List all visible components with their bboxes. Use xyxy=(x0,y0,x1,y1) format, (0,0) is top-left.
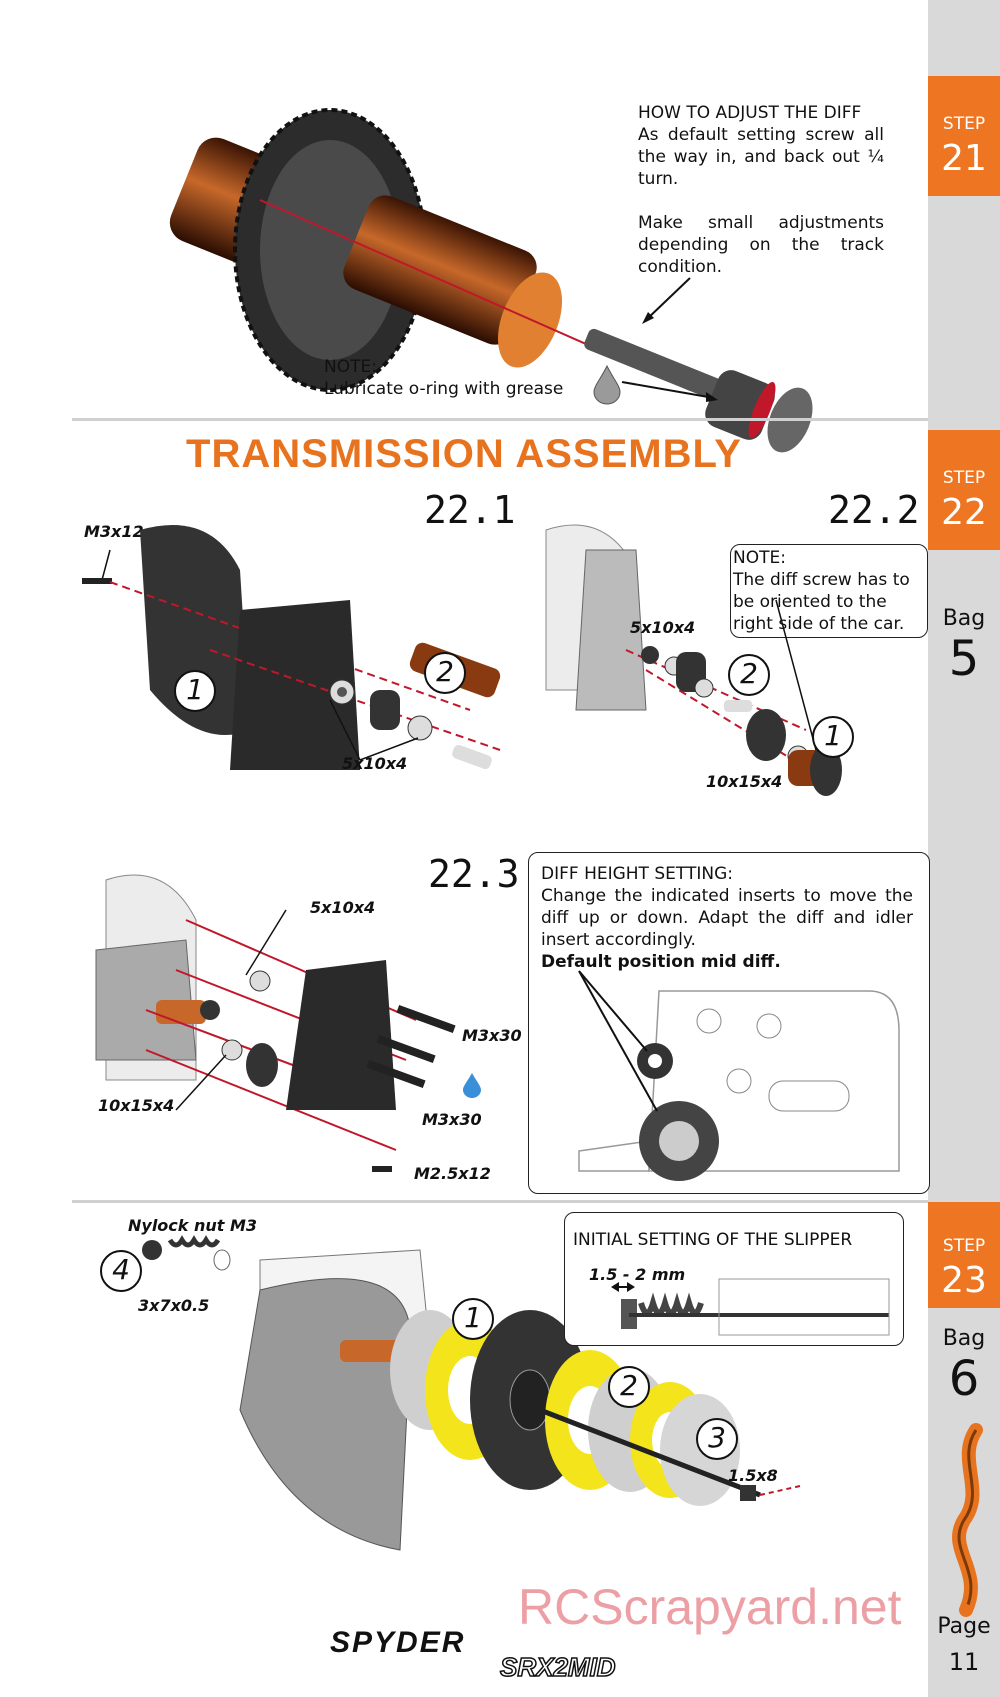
callout-4: 4 xyxy=(100,1250,142,1292)
callout-2: 2 xyxy=(424,652,466,694)
label-5x10x4: 5x10x4 xyxy=(310,898,376,917)
diff-adjust-instructions: HOW TO ADJUST THE DIFF As default settin… xyxy=(638,102,884,278)
gap-label: 1.5 - 2 mm xyxy=(589,1265,686,1284)
label-m2-5x12: M2.5x12 xyxy=(414,1164,491,1183)
diff-adjust-para1: As default setting screw all the way in,… xyxy=(638,125,884,189)
diff-adjust-para2: Make small adjustments depending on the … xyxy=(638,213,884,277)
slipper-setting-box: INITIAL SETTING OF THE SLIPPER 1.5 - 2 m… xyxy=(564,1212,904,1346)
diff-height-box: DIFF HEIGHT SETTING: Change the indicate… xyxy=(528,852,930,1194)
label-5x10x4: 5x10x4 xyxy=(342,754,408,773)
page-number: 11 xyxy=(948,1648,980,1676)
bag-6: Bag 6 xyxy=(928,1326,1000,1403)
serpent-logo xyxy=(936,1420,992,1620)
slipper-diagram xyxy=(611,1278,890,1336)
label-nylock-nut: Nylock nut M3 xyxy=(128,1216,258,1235)
page-label: Page xyxy=(937,1614,991,1639)
grease-drop-icon xyxy=(593,364,621,405)
logo-line1: SPYDER xyxy=(330,1626,466,1659)
step-22-3-illustration xyxy=(95,874,456,1172)
step-23-tab: STEP 23 xyxy=(928,1202,1000,1308)
diff-illustration xyxy=(169,108,813,453)
logo-line2: SRX2MID xyxy=(499,1651,616,1683)
grease-pointer-arrow xyxy=(621,381,718,402)
label-m3x30: M3x30 xyxy=(462,1026,522,1045)
step-22-3-number: 22.3 xyxy=(428,852,520,896)
bag-number: 6 xyxy=(948,1351,980,1407)
bag-number: 5 xyxy=(948,631,980,687)
oil-drop-icon xyxy=(463,1073,481,1098)
step-label: STEP xyxy=(942,114,986,134)
step-number: 21 xyxy=(941,138,987,179)
sidebar xyxy=(928,0,1000,1697)
label-1-5x8: 1.5x8 xyxy=(728,1466,778,1485)
divider xyxy=(72,418,928,421)
bag-label: Bag xyxy=(942,1326,986,1351)
pointer-arrow xyxy=(642,277,691,324)
callout-3: 3 xyxy=(696,1418,738,1460)
box-title: DIFF HEIGHT SETTING: xyxy=(541,864,733,884)
step-number: 23 xyxy=(941,1260,987,1301)
spyder-srx2mid-logo: SPYDER SRX2MID xyxy=(330,1626,670,1686)
section-title: TRANSMISSION ASSEMBLY xyxy=(186,432,742,476)
grease-note: NOTE: Lubricate o-ring with grease xyxy=(324,356,624,400)
divider xyxy=(72,1200,928,1203)
step-22-2-number: 22.2 xyxy=(828,488,920,532)
diff-screw-note: NOTE: The diff screw has to be oriented … xyxy=(730,544,928,638)
box-text: Change the indicated inserts to move the… xyxy=(541,886,913,950)
callout-1: 1 xyxy=(452,1298,494,1340)
serpent-logo-icon xyxy=(952,1423,983,1617)
callout-2: 2 xyxy=(608,1366,650,1408)
step-number: 22 xyxy=(941,492,987,533)
diff-adjust-heading: HOW TO ADJUST THE DIFF xyxy=(638,103,862,123)
label-5x10x4: 5x10x4 xyxy=(630,618,696,637)
box-bold: Default position mid diff. xyxy=(541,952,781,972)
box-title: INITIAL SETTING OF THE SLIPPER xyxy=(573,1230,853,1250)
step-22-2-illustration xyxy=(545,524,842,796)
note-title: NOTE: xyxy=(733,548,786,568)
callout-2: 2 xyxy=(728,654,770,696)
bag-5: Bag 5 xyxy=(928,606,1000,683)
label-m3x30: M3x30 xyxy=(422,1110,482,1129)
label-10x15x4: 10x15x4 xyxy=(706,772,783,791)
step-label: STEP xyxy=(942,1236,986,1256)
label-10x15x4: 10x15x4 xyxy=(98,1096,175,1115)
label-m3x12: M3x12 xyxy=(84,522,144,541)
note-text: Lubricate o-ring with grease xyxy=(324,379,564,399)
callout-1: 1 xyxy=(174,670,216,712)
step-22-1-number: 22.1 xyxy=(424,488,516,532)
callout-1: 1 xyxy=(812,716,854,758)
step-label: STEP xyxy=(942,468,986,488)
step-22-tab: STEP 22 xyxy=(928,430,1000,550)
watermark: RCScrapyard.net xyxy=(518,1579,902,1635)
note-text: The diff screw has to be oriented to the… xyxy=(733,570,910,634)
note-title: NOTE: xyxy=(324,357,377,377)
step-22-1-illustration xyxy=(82,525,501,770)
bag-label: Bag xyxy=(942,606,986,631)
step-21-tab: STEP 21 xyxy=(928,76,1000,196)
diff-height-diagram xyxy=(578,970,900,1181)
label-3x7x0-5: 3x7x0.5 xyxy=(138,1296,210,1315)
